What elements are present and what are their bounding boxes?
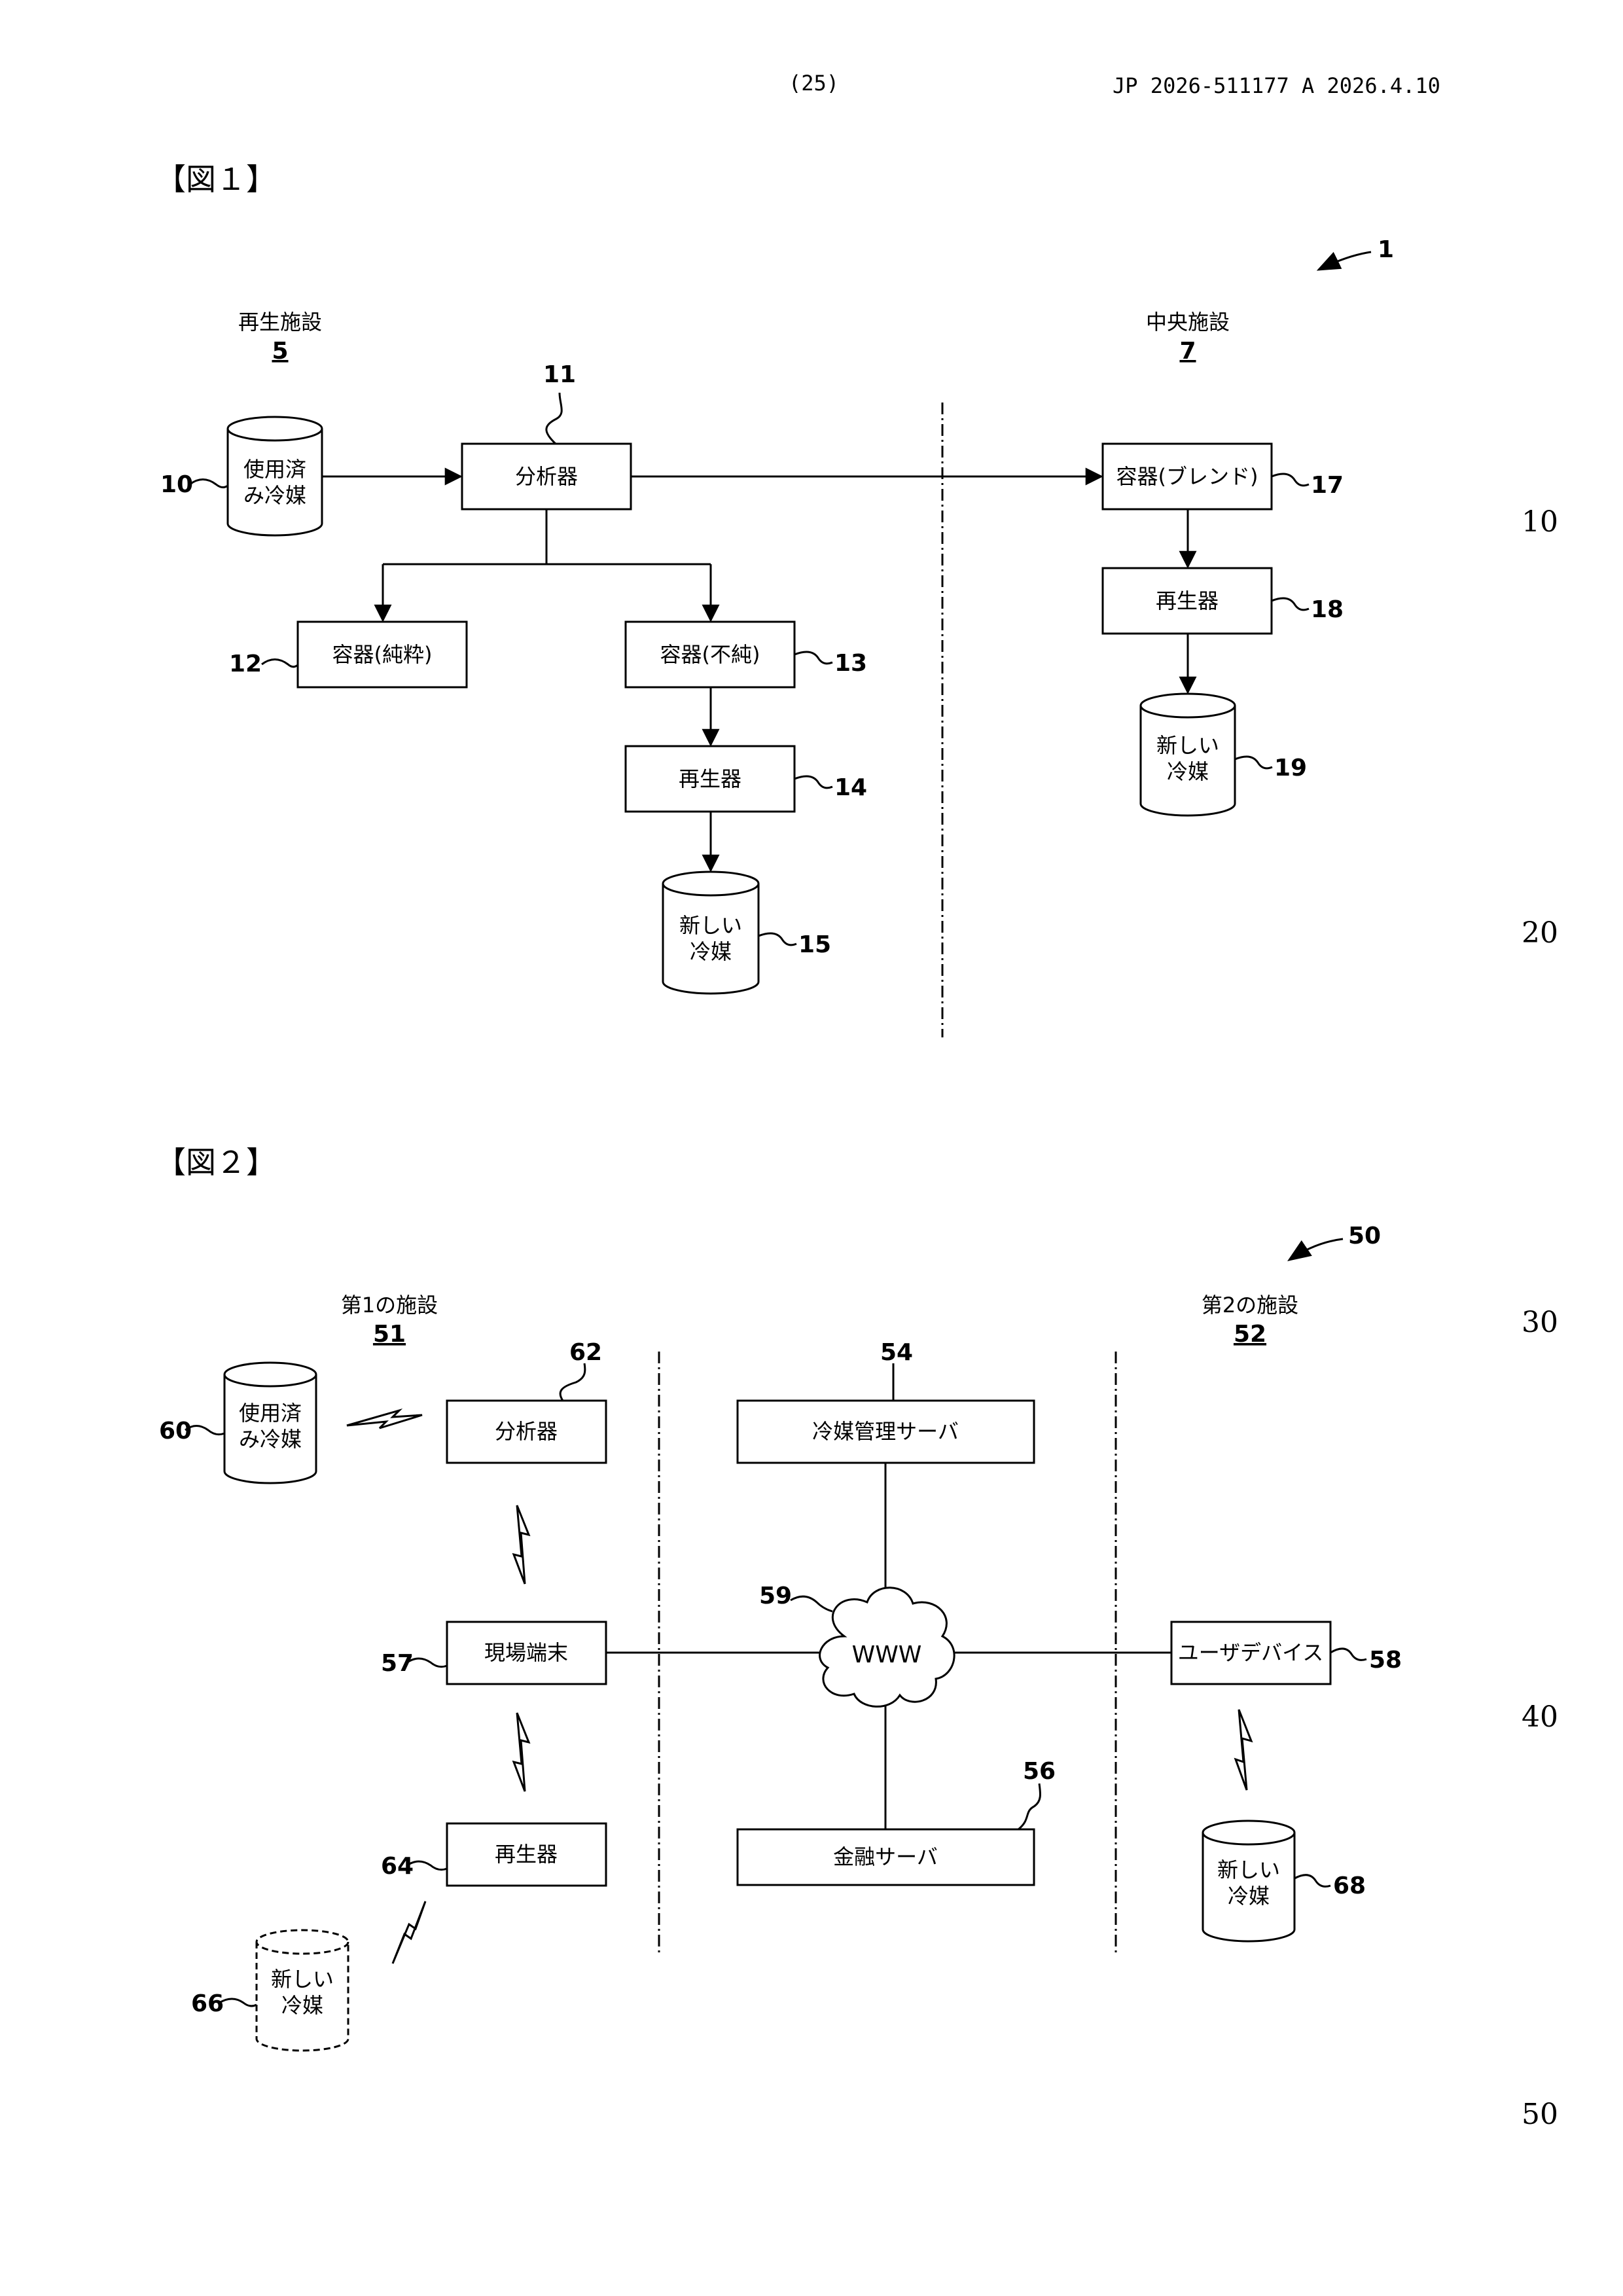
fig1-used-refrigerant-line2: み冷媒 [243,483,306,508]
fig1-container-blend-label: 容器(ブレンド) [1116,464,1258,489]
fig2-ref-64: 64 [381,1853,414,1880]
fig2-wireless-regen-to-new-icon [393,1901,425,1964]
fig1-facility-left-num: 5 [272,338,288,365]
fig1-ref-12: 12 [229,651,262,677]
fig2-analyzer-leader [560,1363,585,1401]
fig1-container-pure-label: 容器(純粋) [332,642,433,667]
fig1-new-refrigerant-a-line2: 冷媒 [690,939,732,964]
fig1-ref-19: 19 [1274,755,1307,781]
fig1-leader-14 [794,776,832,788]
fig2-analyzer-label: 分析器 [495,1419,558,1444]
fig1-leader-18 [1272,598,1309,610]
fig2-new-refrigerant-line2: 冷媒 [1228,1884,1270,1909]
fig1-leader-13 [794,652,832,664]
fig1-facility-right-label: 中央施設 [1146,310,1230,334]
fig2-regenerator-label: 再生器 [495,1842,558,1867]
fig1-ref-10: 10 [160,471,193,498]
fig2-ref-58: 58 [1369,1647,1402,1674]
fig1-text: 1 再生施設 5 中央施設 7 使用済 み冷媒 10 分析器 11 容器(純粋)… [160,236,1394,964]
fig1-regenerator-b-label: 再生器 [1156,588,1219,613]
fig2-ref-54: 54 [880,1339,913,1366]
fig2-site-terminal-label: 現場端末 [484,1640,568,1665]
fig2-system-arrow [1289,1239,1343,1260]
fig2-user-device-label: ユーザデバイス [1178,1640,1323,1665]
fig2-facility-first-num: 51 [373,1321,406,1348]
fig2-facility-second-num: 52 [1234,1321,1266,1348]
fig2-facility-second-label: 第2の施設 [1202,1293,1298,1318]
fig2-cloud-label: WWW [852,1641,922,1668]
fig2-text: 50 第1の施設 51 第2の施設 52 使用済 み冷媒 60 分析器 62 現… [159,1223,1402,2018]
fig2-new-refrigerant-dashed-line1: 新しい [271,1967,334,1992]
fig2-ref-56: 56 [1023,1758,1056,1785]
fig2-ref-57: 57 [381,1650,414,1677]
fig2-leader-58 [1330,1649,1366,1660]
fig2-leader-68 [1294,1875,1330,1887]
fig1-facility-right-num: 7 [1179,338,1196,365]
fig1-leader-19 [1235,757,1272,768]
fig2-wireless-analyzer-to-terminal-icon [514,1505,529,1584]
fig1-analyzer-leader [546,393,562,444]
fig1-system-arrow [1319,252,1371,270]
fig2-financial-server-label: 金融サーバ [833,1844,938,1869]
fig1-ref-18: 18 [1311,596,1344,623]
fig1-ref-14: 14 [834,774,867,801]
fig2-ref-59: 59 [759,1583,792,1609]
fig2-wireless-terminal-to-regen-icon [514,1713,529,1791]
fig1-ref-11: 11 [543,361,576,388]
fig2-wireless-user-to-new-icon [1236,1710,1251,1790]
fig2-refrigerant-server-label: 冷媒管理サーバ [812,1419,959,1444]
fig1-leader-10 [190,480,228,488]
fig2-ref-68: 68 [1333,1873,1366,1899]
fig1-analyzer-label: 分析器 [515,464,578,489]
fig2-cloud-leader [791,1596,832,1611]
fig1-new-refrigerant-b-line1: 新しい [1156,733,1219,758]
fig2-wireless-used-to-analyzer-icon [347,1410,422,1428]
fig1-container-impure-label: 容器(不純) [660,642,760,667]
fig2-ref-62: 62 [569,1339,602,1366]
fig1-used-refrigerant-line1: 使用済 [243,457,306,482]
fig1-ref-1: 1 [1378,236,1394,263]
fig1-regenerator-a-label: 再生器 [679,766,741,791]
fig2-ref-66: 66 [191,1990,224,2017]
fig2-used-refrigerant-line2: み冷媒 [239,1427,302,1452]
fig1-ref-13: 13 [834,650,867,677]
fig1-facility-left-label: 再生施設 [238,310,322,334]
fig1-new-refrigerant-b-line2: 冷媒 [1167,759,1209,784]
fig1-new-refrigerant-a-line1: 新しい [679,913,742,938]
fig1-leader-15 [758,933,796,945]
fig1-ref-15: 15 [798,931,831,958]
fig2-leader-66 [219,1999,257,2006]
fig2-ref-60: 60 [159,1418,192,1444]
fig2-new-refrigerant-dashed-line2: 冷媒 [281,1993,323,2018]
fig1-leader-17 [1272,474,1309,486]
fig2-facility-first-label: 第1の施設 [341,1293,438,1318]
fig2-financial-server-leader [1018,1784,1041,1829]
fig1-leader-12 [262,660,298,667]
fig1-ref-17: 17 [1311,472,1344,499]
fig2-ref-50: 50 [1348,1223,1381,1249]
fig2-used-refrigerant-line1: 使用済 [239,1401,302,1426]
fig2-new-refrigerant-line1: 新しい [1217,1857,1280,1882]
